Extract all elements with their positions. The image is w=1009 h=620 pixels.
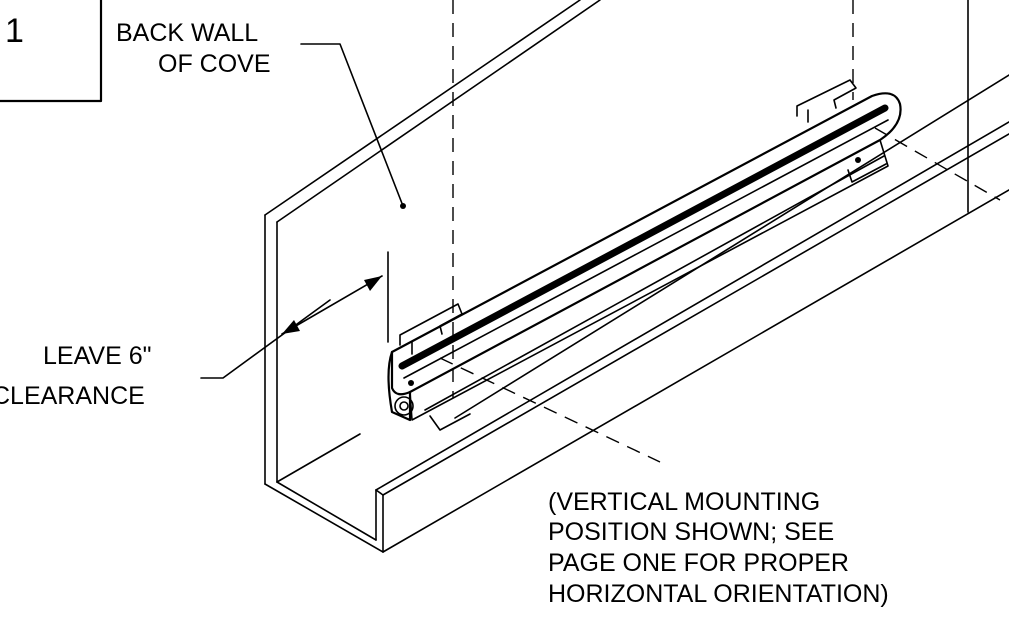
mounting-note: (VERTICAL MOUNTING POSITION SHOWN; SEE P…	[548, 488, 889, 608]
leader-lines	[200, 43, 406, 379]
clearance-label-line-1: LEAVE 6"	[43, 342, 151, 370]
back-wall-label: BACK WALL OF COVE	[116, 19, 271, 78]
cove-channel	[264, 0, 1009, 553]
step-number: 1	[5, 12, 24, 50]
note-line-3: PAGE ONE FOR PROPER	[548, 549, 849, 577]
back-wall-label-line-2: OF COVE	[158, 50, 271, 78]
note-line-1: (VERTICAL MOUNTING	[548, 488, 820, 516]
arrowhead-icon	[282, 320, 300, 334]
arrowhead-icon	[364, 276, 382, 291]
clearance-dimension	[281, 251, 389, 343]
dot-icon	[400, 203, 406, 209]
centerlines	[439, 0, 1001, 463]
note-line-4: HORIZONTAL ORIENTATION)	[548, 580, 889, 608]
note-line-2: POSITION SHOWN; SEE	[548, 518, 834, 546]
clearance-label-line-2: CLEARANCE	[0, 382, 145, 410]
back-wall-label-line-1: BACK WALL	[116, 19, 258, 47]
clearance-label: LEAVE 6" CLEARANCE	[0, 342, 151, 410]
step-box: 1	[0, 0, 103, 103]
light-fixture	[387, 79, 902, 431]
